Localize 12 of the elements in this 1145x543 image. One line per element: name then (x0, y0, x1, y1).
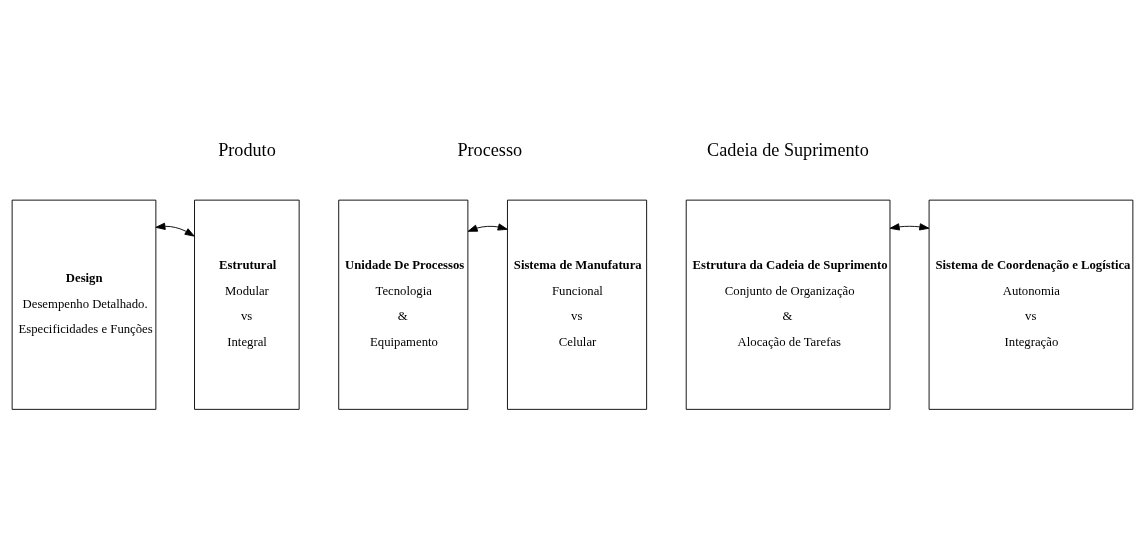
node-box: Sistema de Manufatura Funcional vs Celular (507, 199, 648, 410)
arrow (467, 222, 508, 232)
node-box: Sistema de Coordenação e Logística Autonomia vs Integração (928, 199, 1134, 410)
node-box: Unidade De Processos Tecnologia & Equipamento (338, 199, 469, 410)
label: Cadeia de Suprimento (707, 139, 869, 160)
node-box: Estrutura da Cadeia de Suprimento Conjunto de Organização & Alocação de Tarefas (685, 199, 891, 410)
label: Produto (218, 139, 276, 160)
arrow (889, 222, 930, 230)
node-box: Estrutural Modular vs Integral (194, 199, 300, 410)
arrow (155, 222, 195, 237)
label: Processo (457, 139, 523, 160)
node-box: Design Desempenho Detalhado. Especificidades e Funções (11, 199, 157, 410)
